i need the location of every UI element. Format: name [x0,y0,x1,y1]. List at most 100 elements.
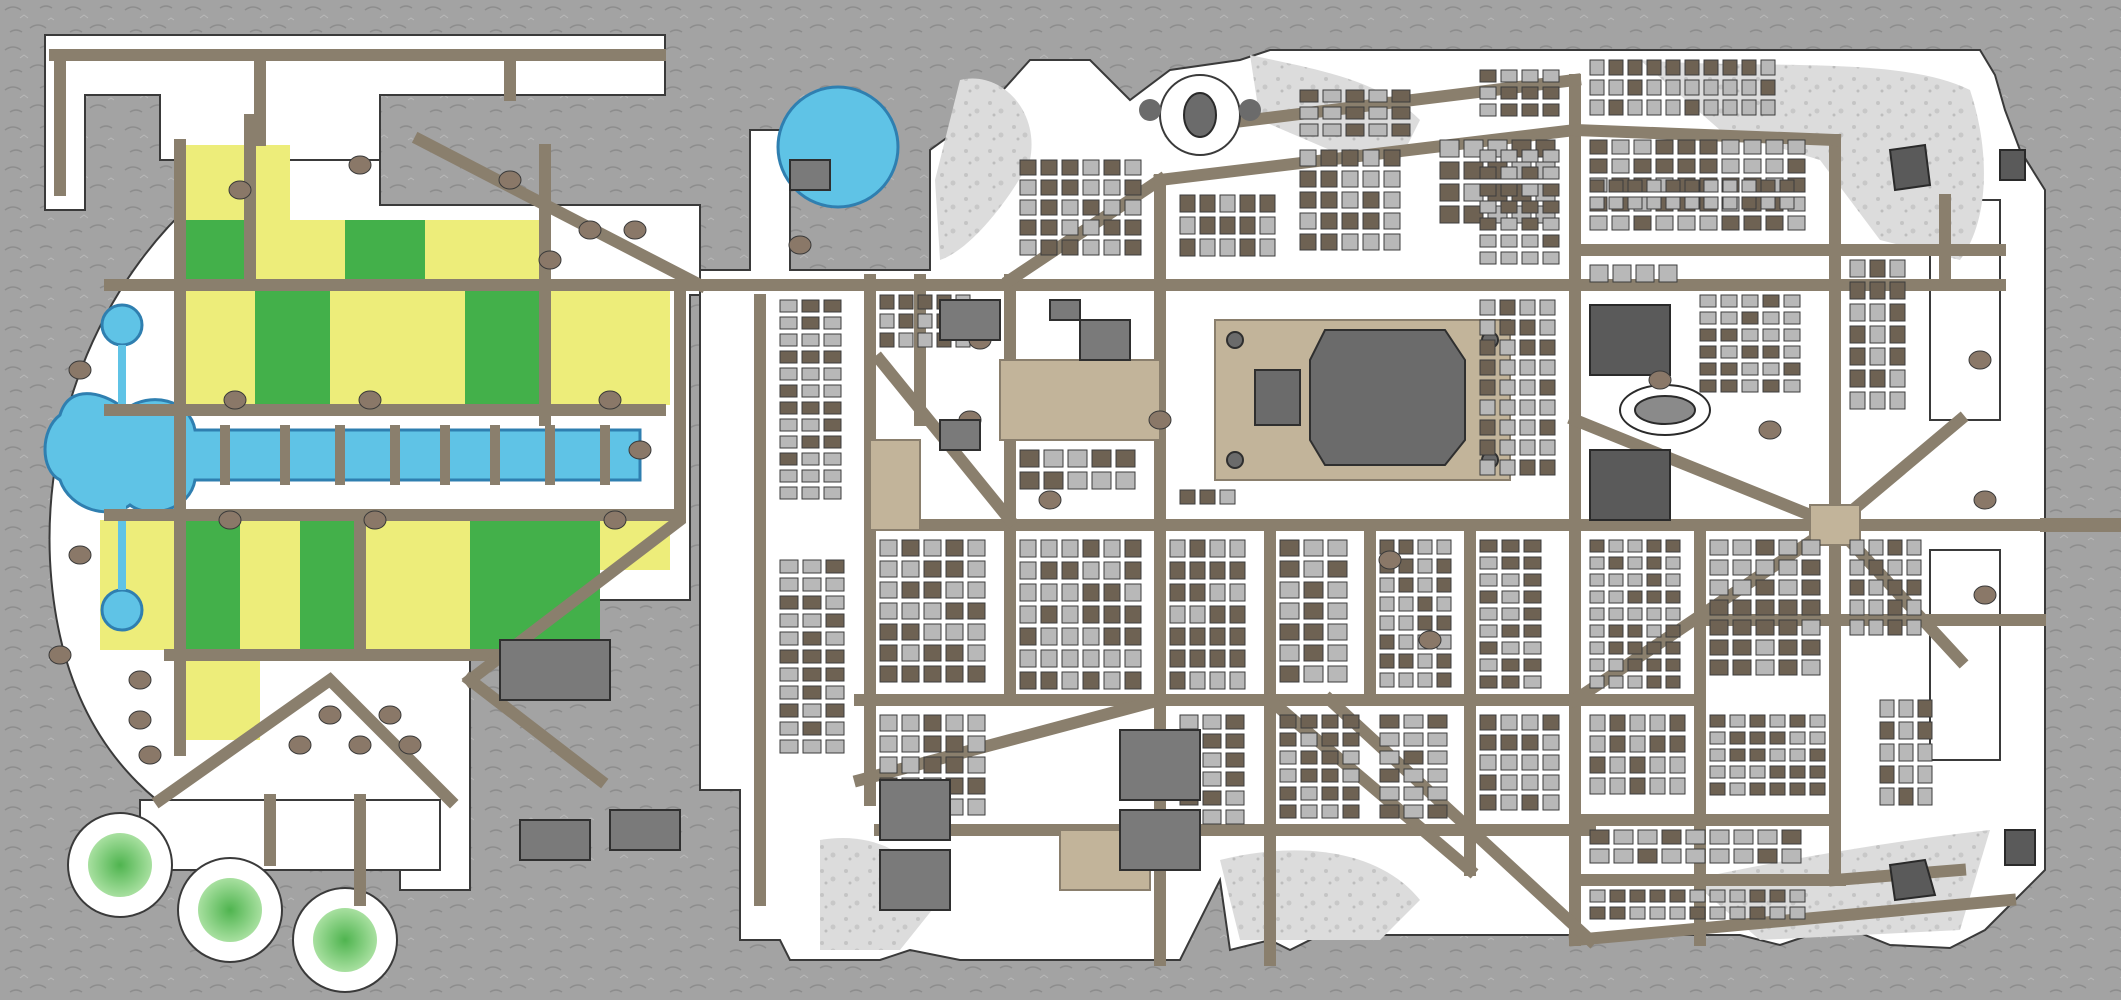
building [1769,714,1786,728]
building [779,367,798,381]
building [1722,59,1738,76]
building [1341,233,1359,251]
building [1202,752,1222,768]
building [1061,239,1079,256]
outbuilding [1418,630,1442,650]
building [1608,196,1624,210]
building [1199,489,1216,505]
building [779,685,799,700]
building [1542,149,1560,163]
building [1703,99,1719,116]
building [1341,191,1359,209]
building [1500,200,1518,214]
building [1665,641,1681,655]
building [1633,215,1652,231]
building [1479,103,1497,117]
building [823,384,842,398]
building [1849,325,1866,344]
outbuilding [578,220,602,240]
building [1732,639,1752,656]
building [1103,179,1121,196]
building [1787,215,1806,231]
building [1500,794,1518,811]
building [1362,233,1380,251]
building [1342,750,1360,765]
building [1521,149,1539,163]
building [1608,573,1624,587]
building [1091,449,1112,468]
building [1589,158,1608,174]
building [1040,605,1058,624]
building [1868,599,1884,616]
building [1699,362,1717,376]
building [1040,539,1058,558]
building [1729,782,1746,796]
building [1755,559,1775,576]
building [1040,627,1058,646]
building [1239,194,1256,213]
building [1061,627,1079,646]
building [1082,199,1100,216]
building [1589,607,1605,621]
building [945,539,964,557]
building [1124,179,1142,196]
building [1589,99,1605,116]
building [1202,809,1222,825]
hall [1049,299,1081,321]
building [1589,139,1608,155]
building [1733,829,1754,845]
building [1613,829,1634,845]
building [779,559,799,574]
building [1589,79,1605,96]
building [1765,139,1784,155]
building [1427,732,1448,747]
building [1542,183,1560,197]
building [879,581,898,599]
building [1169,605,1186,624]
building [1279,581,1300,599]
building [1259,238,1276,257]
outbuilding [68,360,92,380]
building [802,685,822,700]
building [1743,158,1762,174]
building [1762,328,1780,342]
building [1519,379,1536,396]
building [1499,339,1516,356]
building [1345,123,1365,137]
building [1417,596,1433,612]
building [1103,627,1121,646]
building [1749,765,1766,779]
building [1202,771,1222,787]
outbuilding [128,670,152,690]
building [1646,624,1662,638]
building [825,721,845,736]
outbuilding [228,180,252,200]
building [1765,158,1784,174]
building [1061,179,1079,196]
building [1279,560,1300,578]
building [1341,149,1359,167]
building [1661,848,1682,864]
building [779,649,799,664]
building [1040,671,1058,690]
building [1342,768,1360,783]
building [1169,627,1186,646]
building [1379,732,1400,747]
building [1669,756,1686,774]
building [1219,194,1236,213]
building [1398,634,1414,650]
building [1479,299,1496,316]
building [1303,602,1324,620]
building [1629,756,1646,774]
building [1646,79,1662,96]
building [917,313,933,329]
building [1684,196,1700,210]
outbuilding [378,705,402,725]
building [1649,756,1666,774]
building [1539,339,1556,356]
building [1769,748,1786,762]
building [1720,294,1738,308]
building [1019,539,1037,558]
building [1629,777,1646,795]
building [1403,732,1424,747]
